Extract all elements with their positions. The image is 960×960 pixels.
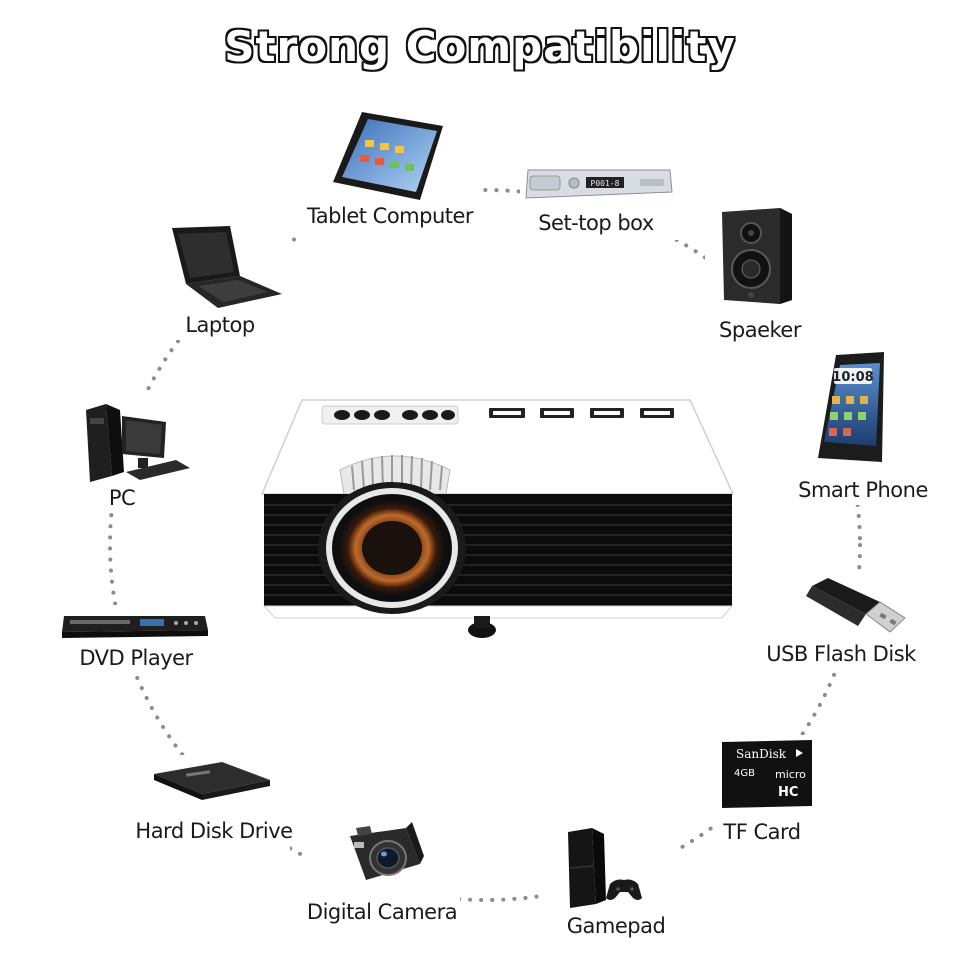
label-tablet-computer: Tablet Computer xyxy=(306,204,474,228)
smartphone-icon: 10:08 xyxy=(818,352,884,462)
label-smart-phone: Smart Phone xyxy=(798,478,928,502)
tf-card-type: micro xyxy=(775,768,806,781)
tf-card-capacity: 4GB xyxy=(734,768,755,779)
dvd-player-icon xyxy=(62,616,208,638)
camera-icon xyxy=(350,822,424,880)
label-pc: PC xyxy=(108,486,136,510)
set-top-display: P001-8 xyxy=(591,179,620,188)
tf-card-class: HC xyxy=(778,785,798,800)
label-gamepad: Gamepad xyxy=(566,914,666,938)
tablet-icon xyxy=(333,112,443,200)
laptop-icon xyxy=(172,226,282,308)
label-speaker: Spaeker xyxy=(719,318,801,342)
label-hard-disk-drive: Hard Disk Drive xyxy=(135,819,293,843)
usb-flash-disk-icon xyxy=(806,578,906,633)
phone-clock: 10:08 xyxy=(832,370,873,385)
tf-card-brand: SanDisk xyxy=(736,747,787,761)
label-digital-camera: Digital Camera xyxy=(306,900,458,924)
speaker-icon xyxy=(722,208,792,304)
set-top-box-icon: P001-8 xyxy=(525,169,673,199)
desktop-pc-icon xyxy=(86,404,190,482)
label-dvd-player: DVD Player xyxy=(79,646,193,670)
projector-image xyxy=(260,399,735,638)
label-tf-card: TF Card xyxy=(723,820,801,844)
label-laptop: Laptop xyxy=(185,313,255,337)
hard-disk-icon xyxy=(154,762,270,800)
dotted-ring xyxy=(108,188,862,902)
game-console-icon xyxy=(568,828,642,908)
tf-card-icon: SanDisk 4GB micro HC xyxy=(722,740,812,808)
label-usb-flash-disk: USB Flash Disk xyxy=(766,642,916,666)
page-title: Strong Compatibility xyxy=(224,22,736,71)
label-set-top-box: Set-top box xyxy=(538,211,654,235)
